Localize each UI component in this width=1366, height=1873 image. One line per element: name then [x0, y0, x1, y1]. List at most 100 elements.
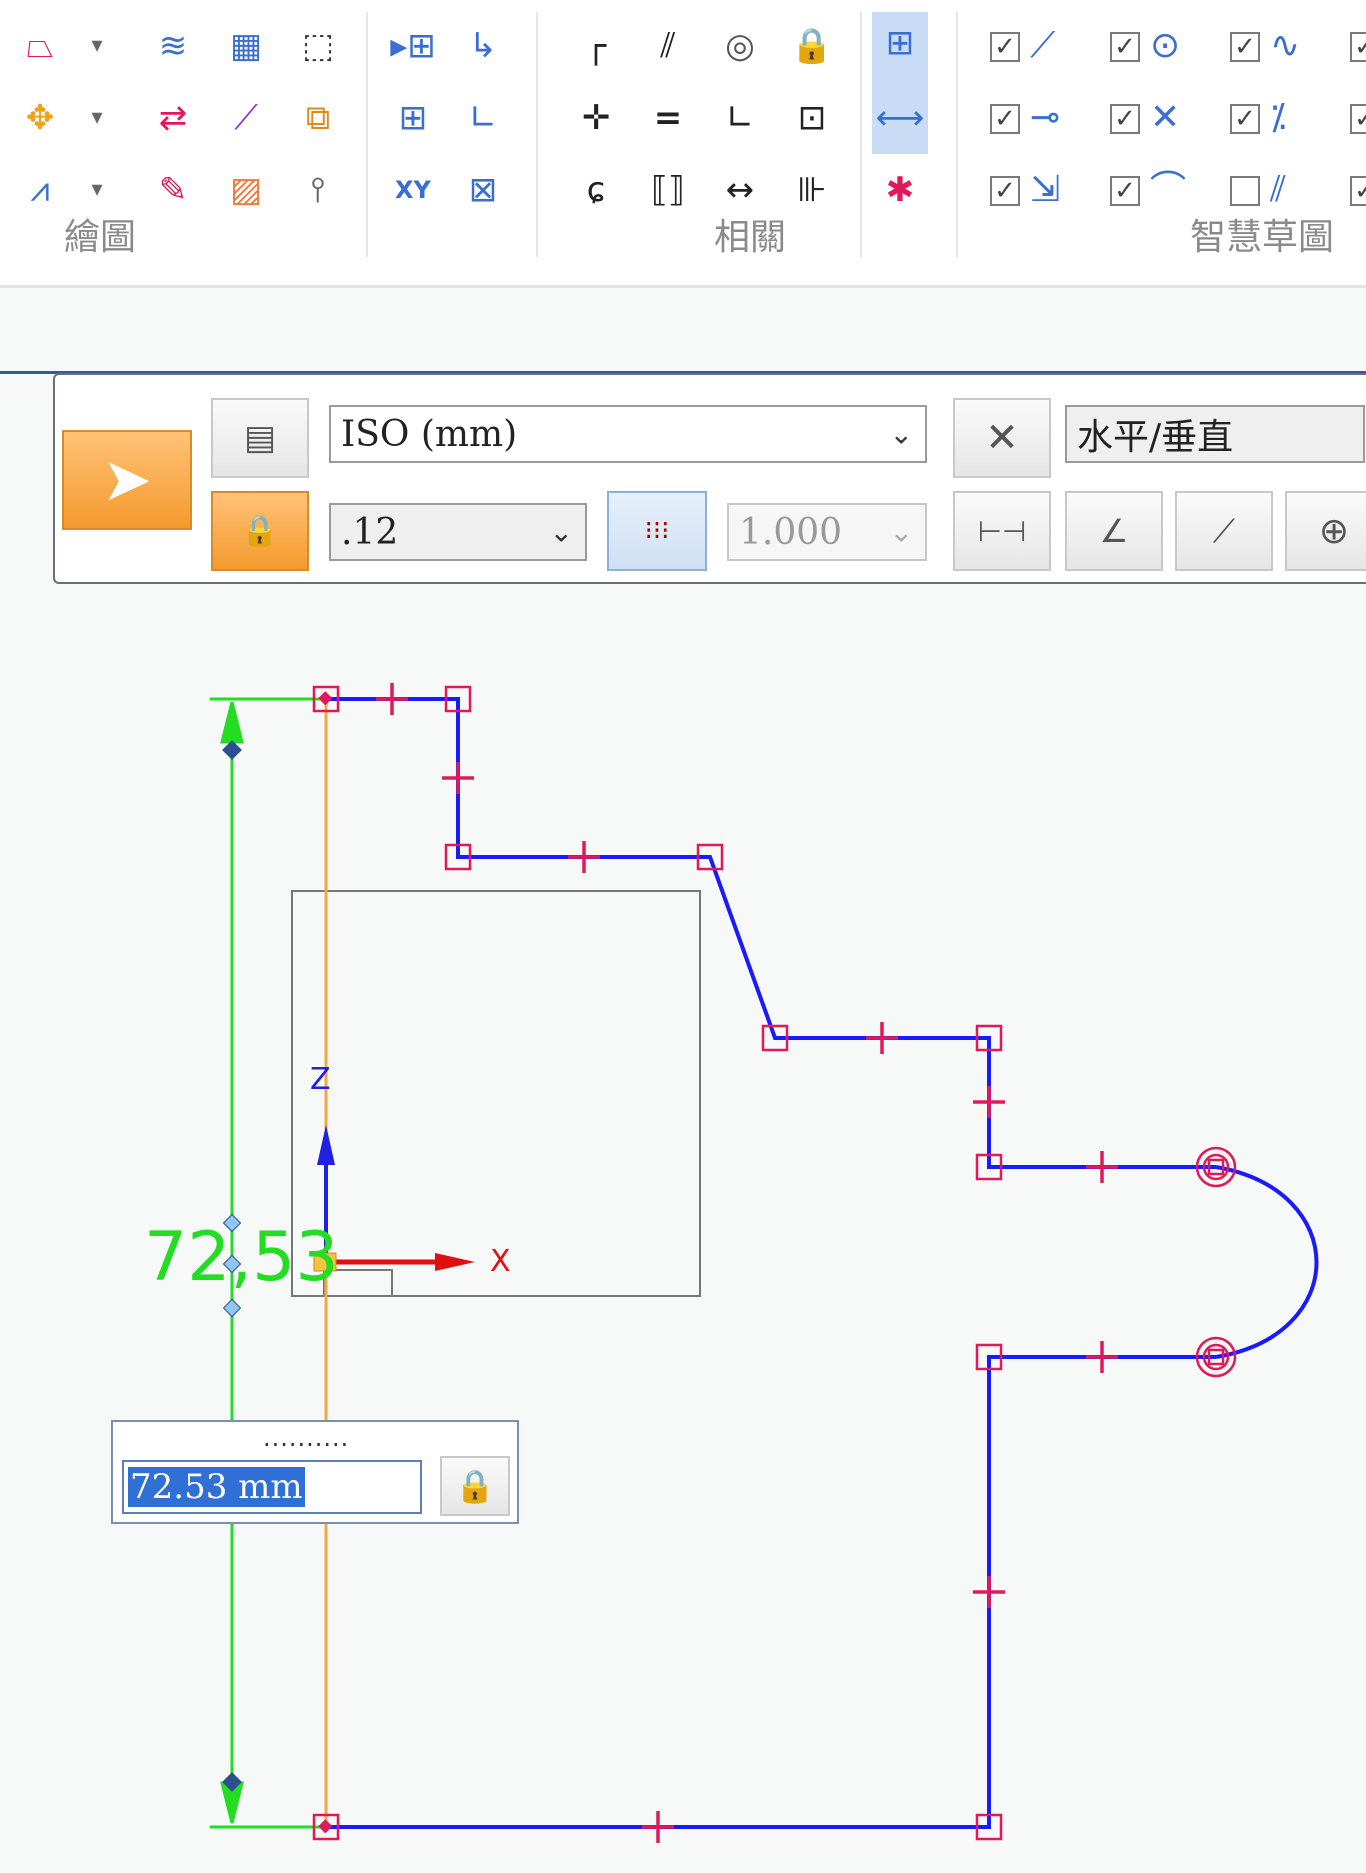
- ribbon: ⏢ ▾ ✥ ▾ ⩘ ▾ ≋ ⇄ ✎ ▦ ⟋ ▨ ⬚ ⧉ ⫯ ▸⊞ ⊞ XY ↳ …: [0, 0, 1366, 288]
- pencil-icon[interactable]: ✎: [158, 170, 188, 210]
- dimension-value-text: 72.53 mm: [128, 1467, 305, 1507]
- equal-icon[interactable]: =: [653, 98, 683, 138]
- group-divider: [536, 12, 538, 257]
- format-style-button[interactable]: ⁝⁝⁝: [607, 491, 707, 571]
- select-icon[interactable]: ⬚: [301, 26, 335, 66]
- maintain-relations-icon[interactable]: ⟷: [875, 98, 925, 138]
- smart-check-intersection[interactable]: ✓: [1110, 104, 1140, 134]
- trim-icon[interactable]: ⇄: [158, 98, 188, 138]
- connect-icon[interactable]: ┌: [585, 26, 607, 66]
- rigid-set-icon[interactable]: ⊡: [797, 98, 827, 138]
- style-sheet-icon: ▤: [243, 418, 277, 458]
- edit-grid-icon[interactable]: ⊠: [468, 170, 498, 210]
- curve-icon: ∿: [1270, 25, 1301, 66]
- axis-x-label: X: [490, 1244, 511, 1279]
- smart-check-extra[interactable]: ✓: [1350, 32, 1366, 62]
- select-tool-button[interactable]: ➤: [62, 430, 192, 530]
- lock-icon: 🔒: [455, 1467, 495, 1505]
- precision-select[interactable]: .12 ⌄: [329, 503, 587, 561]
- center-mark-button[interactable]: ⊕: [1285, 491, 1366, 571]
- parallel-icon[interactable]: ⫽: [660, 26, 676, 66]
- delete-relations-icon[interactable]: ✱: [885, 170, 915, 210]
- arrow-icon[interactable]: ↳: [468, 26, 498, 66]
- smart-check-extra[interactable]: ✓: [1350, 104, 1366, 134]
- chevron-down-icon[interactable]: ▾: [91, 177, 103, 202]
- standard-value: ISO (mm): [341, 413, 518, 455]
- smart-check-point-on[interactable]: ✓: [990, 176, 1020, 206]
- chevron-down-icon: ⌄: [889, 515, 913, 549]
- keypoints: [312, 685, 1237, 1841]
- group-label-smart-sketch: 智慧草圖: [1190, 217, 1335, 258]
- crossed-axis-icon: ✕: [985, 415, 1019, 461]
- intersection-icon: ✕: [1150, 97, 1181, 138]
- command-bar: ➤ ▤ 🔒 ISO (mm) ⌄ .12 ⌄ ⁝⁝⁝ 1.000 ⌄ ✕ 水平/…: [53, 373, 1366, 584]
- dimension-value[interactable]: 72,53: [144, 1218, 339, 1297]
- play-grid-icon[interactable]: ▸⊞: [390, 26, 436, 66]
- smart-check-extra[interactable]: ✓: [1350, 176, 1366, 206]
- grid-select-icon[interactable]: ⊞: [398, 98, 428, 138]
- dimension-value-input[interactable]: 72.53 mm: [122, 1460, 422, 1514]
- point-on-icon[interactable]: ✛: [581, 98, 611, 138]
- project-icon[interactable]: ⟋: [234, 98, 258, 138]
- concentric-icon[interactable]: ◎: [725, 26, 755, 66]
- smart-check-curve[interactable]: ✓: [1230, 32, 1260, 62]
- mirror-icon[interactable]: ⩘: [30, 170, 50, 210]
- symmetric-icon[interactable]: ⟦⟧: [651, 170, 685, 210]
- axis-z-label: Z: [310, 1062, 331, 1097]
- lock-icon[interactable]: 🔒: [790, 26, 834, 66]
- smart-check-parallel[interactable]: [1230, 176, 1260, 206]
- smart-check-center[interactable]: ✓: [1110, 32, 1140, 62]
- dimension-edit-box: .......... 72.53 mm 🔒: [111, 1420, 519, 1524]
- fill-icon[interactable]: ▨: [229, 170, 263, 210]
- profile-icon[interactable]: ⏢: [26, 26, 54, 66]
- endpoint-icon: ⟋: [1030, 25, 1056, 66]
- collinear-icon[interactable]: ↔: [725, 170, 755, 210]
- dimension-axis-button[interactable]: ✕: [953, 398, 1051, 478]
- crosshair-icon: ⊕: [1318, 510, 1350, 552]
- dimension-standard-select[interactable]: ISO (mm) ⌄: [329, 405, 927, 463]
- silhouette-icon: ⁒: [1270, 97, 1287, 138]
- lock-dimension-button[interactable]: 🔒: [211, 491, 309, 571]
- linear-dimension-button[interactable]: ⊢⊣: [953, 491, 1051, 571]
- drag-grip[interactable]: ..........: [263, 1424, 350, 1452]
- parallel-lines-icon: ⫽: [1270, 169, 1287, 210]
- relationship-handles-icon[interactable]: ⊞: [872, 12, 928, 154]
- symmetric-axis-icon[interactable]: ⫯: [310, 170, 326, 210]
- precision-value: .12: [341, 511, 399, 553]
- perpendicular-icon[interactable]: ∟: [725, 98, 755, 138]
- tangent-icon[interactable]: ɕ: [586, 170, 606, 210]
- angle-icon: ∠: [1099, 512, 1129, 550]
- offset-icon[interactable]: ≋: [158, 26, 188, 66]
- smart-check-midpoint[interactable]: ✓: [990, 104, 1020, 134]
- center-point-icon: ⊙: [1150, 25, 1181, 66]
- radius-icon: ⟋: [1212, 511, 1236, 550]
- point-on-element-icon: ⇲: [1030, 169, 1061, 210]
- smart-check-endpoint[interactable]: ✓: [990, 32, 1020, 62]
- orientation-select[interactable]: 水平/垂直: [1065, 405, 1365, 463]
- smart-check-silhouette[interactable]: ✓: [1230, 104, 1260, 134]
- smart-check-tangent[interactable]: ✓: [1110, 176, 1140, 206]
- mirror-relation-icon[interactable]: ⊪: [797, 170, 827, 210]
- group-label-relate: 相關: [714, 217, 787, 258]
- xy-icon[interactable]: XY: [395, 176, 431, 204]
- corner-icon[interactable]: ∟: [468, 98, 498, 138]
- sketch-icon[interactable]: ▦: [229, 26, 263, 66]
- angular-dimension-button[interactable]: ∠: [1065, 491, 1163, 571]
- scale-select[interactable]: 1.000 ⌄: [727, 503, 927, 561]
- chevron-down-icon[interactable]: ▾: [91, 33, 103, 58]
- include-icon[interactable]: ⧉: [305, 98, 331, 138]
- dimension-style-button[interactable]: ▤: [211, 398, 309, 478]
- scale-value: 1.000: [739, 511, 843, 553]
- chevron-down-icon: ⌄: [889, 417, 913, 451]
- midpoint-icon: ⊸: [1030, 97, 1061, 138]
- command-bar-top-border: [0, 371, 1366, 374]
- sketch-profile: [326, 697, 1319, 1829]
- radial-dimension-button[interactable]: ⟋: [1175, 491, 1273, 571]
- reference-plane-box: [291, 890, 701, 1297]
- dimension-lock-button[interactable]: 🔒: [440, 1456, 510, 1516]
- move-icon[interactable]: ✥: [25, 98, 55, 138]
- group-divider: [956, 12, 958, 257]
- group-label-drawing: 繪圖: [64, 217, 137, 258]
- tangent-arc-icon: ⌒: [1150, 169, 1187, 210]
- chevron-down-icon[interactable]: ▾: [91, 105, 103, 130]
